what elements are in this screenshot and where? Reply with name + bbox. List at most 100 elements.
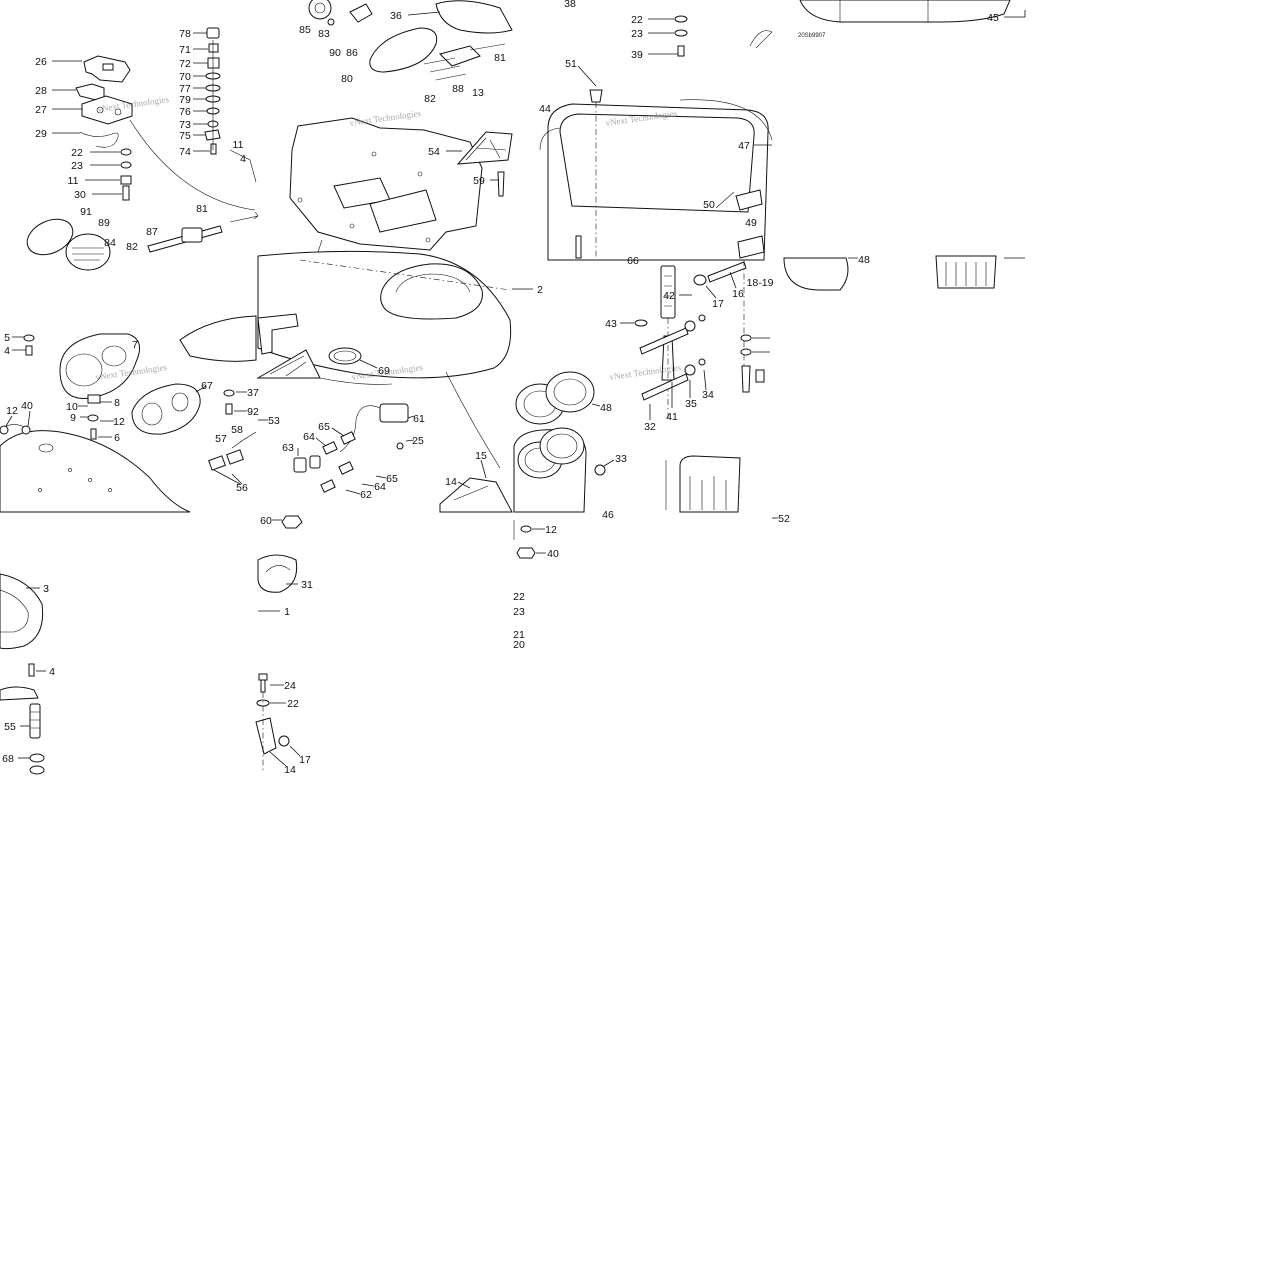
callout-79: 79 <box>179 94 191 106</box>
callout-13: 13 <box>472 87 484 99</box>
callout-82: 82 <box>424 93 436 105</box>
callout-22: 22 <box>287 698 299 710</box>
callout-37: 37 <box>247 387 259 399</box>
callout-44: 44 <box>539 103 551 115</box>
callout-22: 22 <box>513 591 525 603</box>
callout-81: 81 <box>494 52 506 64</box>
callout-50: 50 <box>703 199 715 211</box>
callout-65: 65 <box>318 421 330 433</box>
callout-34: 34 <box>702 389 714 401</box>
callout-84: 84 <box>104 237 116 249</box>
callout-80: 80 <box>341 73 353 85</box>
callout-69: 69 <box>378 365 390 377</box>
callout-91: 91 <box>80 206 92 218</box>
callout-6: 6 <box>114 432 120 444</box>
callout-40: 40 <box>547 548 559 560</box>
callout-32: 32 <box>644 421 656 433</box>
callout-42: 42 <box>663 290 675 302</box>
callout-17: 17 <box>299 754 311 766</box>
storage-bin-assembly <box>446 0 1026 291</box>
callout-67: 67 <box>201 380 213 392</box>
callout-36: 36 <box>390 10 402 22</box>
callout-29: 29 <box>35 128 47 140</box>
callout-89: 89 <box>98 217 110 229</box>
deck-panel-assembly <box>289 0 513 253</box>
callout-10: 10 <box>66 401 78 413</box>
callout-88: 88 <box>452 83 464 95</box>
callout-66: 66 <box>627 255 639 267</box>
callout-23: 23 <box>71 160 83 172</box>
callout-68: 68 <box>2 753 14 765</box>
callout-45: 45 <box>987 12 999 24</box>
callout-2: 2 <box>537 284 543 296</box>
callout-27: 27 <box>35 104 47 116</box>
callout-54: 54 <box>428 146 440 158</box>
callout-5: 5 <box>4 332 10 344</box>
callout-70: 70 <box>179 71 191 83</box>
callout-55: 55 <box>4 721 16 733</box>
callout-75: 75 <box>179 130 191 142</box>
callout-48: 48 <box>600 402 612 414</box>
callout-41: 41 <box>666 411 678 423</box>
callout-28: 28 <box>35 85 47 97</box>
callout-23: 23 <box>631 28 643 40</box>
callout-22: 22 <box>71 147 83 159</box>
callout-11: 11 <box>68 175 79 187</box>
callout-25: 25 <box>412 435 424 447</box>
callout-39: 39 <box>631 49 643 61</box>
callout-12: 12 <box>113 416 125 428</box>
callout-48: 48 <box>858 254 870 266</box>
callout-90: 90 <box>329 47 341 59</box>
callout-20: 20 <box>513 639 525 651</box>
callout-85: 85 <box>299 24 311 36</box>
callout-51: 51 <box>565 58 577 70</box>
gauge-and-shock-assembly <box>513 260 778 519</box>
callout-63: 63 <box>282 442 294 454</box>
callout-92: 92 <box>247 406 259 418</box>
callout-7: 7 <box>132 339 138 351</box>
callout-78: 78 <box>179 28 191 40</box>
callout-4: 4 <box>240 153 246 165</box>
callout-52: 52 <box>778 513 790 525</box>
callout-17: 17 <box>712 298 724 310</box>
callout-26: 26 <box>35 56 47 68</box>
callout-43: 43 <box>605 318 617 330</box>
callout-31: 31 <box>301 579 313 591</box>
callout-71: 71 <box>179 44 191 56</box>
callout-56: 56 <box>236 482 248 494</box>
callout-87: 87 <box>146 226 158 238</box>
callout-8: 8 <box>114 397 120 409</box>
callout-59: 59 <box>473 175 485 187</box>
callout-83: 83 <box>318 28 330 40</box>
callout-81: 81 <box>196 203 208 215</box>
callout-12: 12 <box>545 524 557 536</box>
callout-64: 64 <box>374 481 386 493</box>
callout-3: 3 <box>43 583 49 595</box>
callout-4: 4 <box>49 666 55 678</box>
callout-62: 62 <box>360 489 372 501</box>
callout-12: 12 <box>6 405 18 417</box>
callout-82: 82 <box>126 241 138 253</box>
callout-14: 14 <box>445 476 457 488</box>
watermark-text: vNext Technologies <box>349 108 422 128</box>
callout-labels: 7871727077797673757411426282729222311309… <box>2 0 999 776</box>
callout-38: 38 <box>564 0 576 10</box>
callout-16: 16 <box>732 288 744 300</box>
callout-72: 72 <box>179 58 191 70</box>
callout-9: 9 <box>70 412 76 424</box>
callout-1: 1 <box>284 606 290 618</box>
callout-76: 76 <box>179 106 191 118</box>
callout-74: 74 <box>179 146 191 158</box>
callout-53: 53 <box>268 415 280 427</box>
callout-4: 4 <box>4 345 10 357</box>
hood-and-harness-assembly <box>256 250 533 513</box>
callout-23: 23 <box>513 606 525 618</box>
callout-65: 65 <box>386 473 398 485</box>
callout-58: 58 <box>231 424 243 436</box>
callout-11: 11 <box>233 139 244 151</box>
callout-64: 64 <box>303 431 315 443</box>
callout-24: 24 <box>284 680 296 692</box>
callout-14: 14 <box>284 764 296 776</box>
callout-35: 35 <box>685 398 697 410</box>
callout-77: 77 <box>179 83 191 95</box>
